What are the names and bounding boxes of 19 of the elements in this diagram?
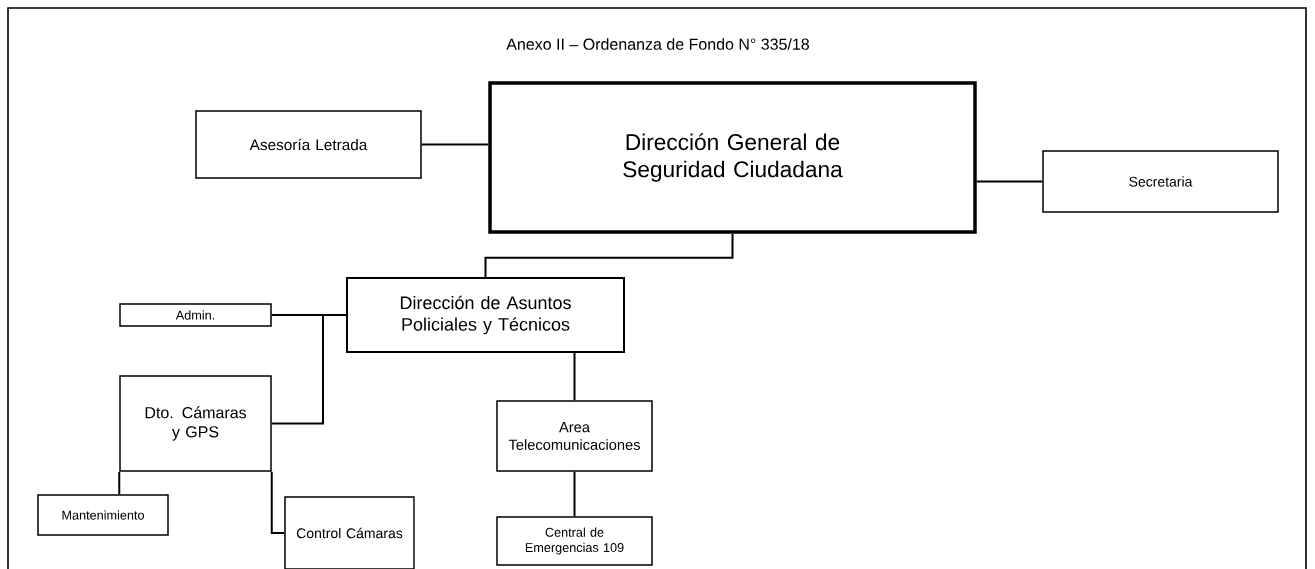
side-box: Asesoría Letrada (195, 110, 422, 179)
main-box: Dirección General de Seguridad Ciudadana (488, 81, 977, 234)
connector-line (270, 314, 347, 425)
process-box: Central de Emergencias 109 (496, 516, 653, 566)
connector-line (573, 470, 576, 518)
title: Anexo II – Ordenanza de Fondo N° 335/18 (506, 38, 809, 50)
connector-line (484, 232, 734, 278)
process-box: Admin. (119, 303, 272, 327)
connector-line (975, 180, 1044, 183)
connector-line (573, 352, 576, 402)
process-box: Control Cámaras (284, 496, 415, 569)
process-box: Dirección de Asuntos Policiales y Técnicos (346, 277, 625, 353)
process-box: Area Telecomunicaciones (496, 400, 653, 472)
process-box: Dto. Cámaras y GPS (119, 375, 272, 472)
side-box: Secretaria (1042, 150, 1279, 213)
connector-line (118, 470, 121, 496)
connector-line (420, 143, 490, 146)
connector-line (270, 470, 286, 534)
process-box: Mantenimiento (37, 494, 169, 536)
